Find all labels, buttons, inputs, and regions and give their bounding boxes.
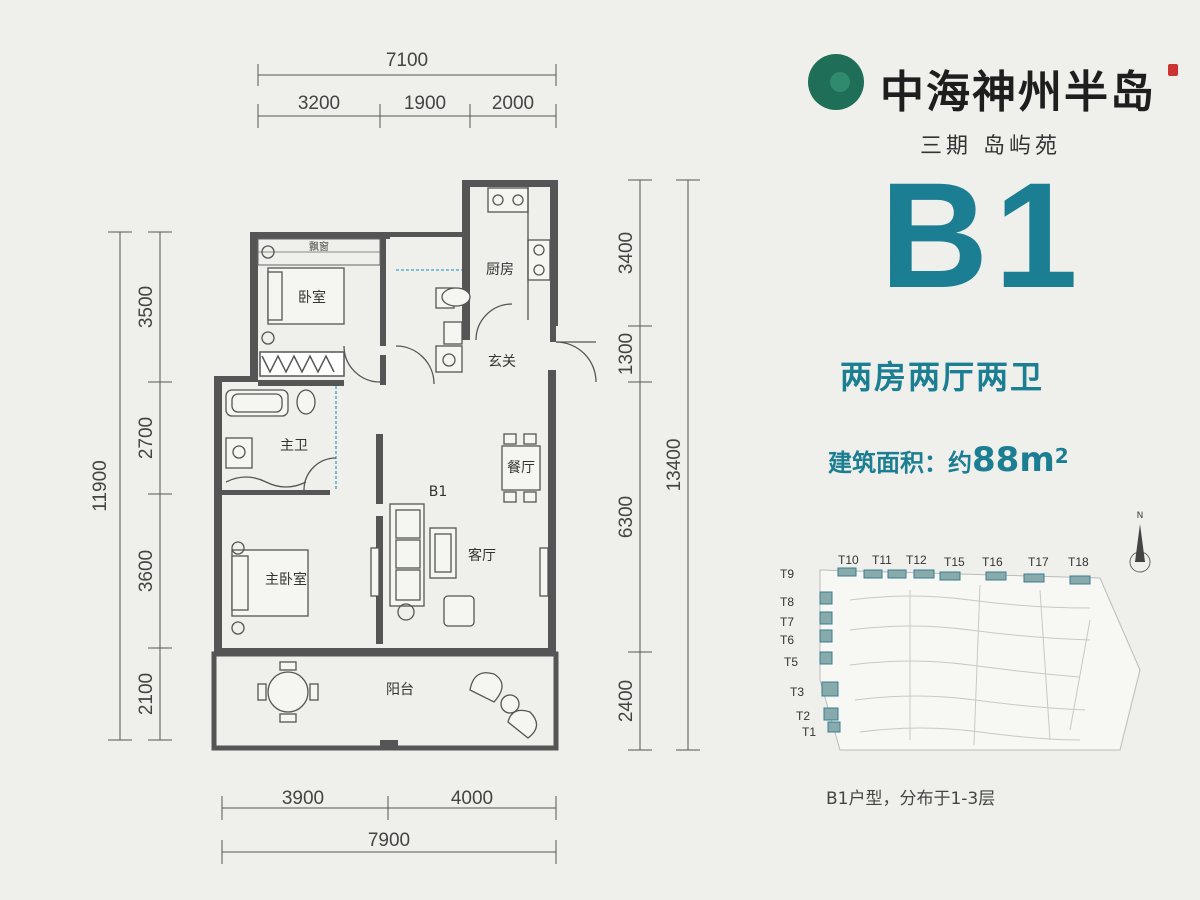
site-caption: B1户型，分布于1-3层 [826,789,996,809]
area-unit-sup: 2 [1054,444,1069,468]
north-label: N [1137,511,1144,521]
dim-bottom-seg-2: 4000 [451,788,493,809]
dim-top-total: 7100 [386,50,428,71]
dim-bottom-total: 7900 [368,830,410,851]
dim-top-seg-1: 3200 [298,93,340,114]
area-label: 建筑面积：约 [828,449,972,477]
round-table [267,671,309,713]
building-label: T17 [1028,555,1049,569]
dim-right-seg-3: 6300 [616,496,637,538]
building-label: T11 [872,553,892,567]
building-label: T15 [944,555,965,569]
dim-right-total: 13400 [664,439,685,492]
room-label-master-bedroom: 主卧室 [265,571,307,588]
dim-right-seg-4: 2400 [616,680,637,722]
area-value: 88 [972,440,1020,480]
room-label-bay-window: 飘窗 [309,240,329,253]
coffee-table [429,527,457,579]
site-map: N T9 T10 [780,511,1151,751]
floor-plan: 7100 3200 1900 2000 3900 4000 7900 11900… [90,50,700,864]
bottom-dimension-lines [221,796,557,864]
dim-left-seg-2: 2700 [136,417,157,459]
room-label-master-bath: 主卫 [280,438,308,454]
building-label: T1 [802,725,816,739]
dim-left-total: 11900 [90,460,111,511]
walls [211,180,559,751]
phase-subtitle: 三期 岛屿苑 [920,134,1061,159]
building-label: T12 [906,553,927,567]
dim-left-seg-1: 3500 [136,286,157,328]
room-label-kitchen: 厨房 [486,262,514,278]
unit-mark: B1 [429,484,448,500]
building-area: 建筑面积：约88m2 [828,440,1069,480]
building-label: T2 [796,709,810,723]
unit-code: B1 [880,151,1084,319]
dim-left-seg-4: 2100 [136,673,157,715]
room-label-living: 客厅 [468,547,496,564]
room-label-foyer: 玄关 [488,353,516,370]
building-label: T6 [780,633,794,647]
room-label-balcony: 阳台 [386,682,414,698]
dim-top-seg-3: 2000 [492,93,534,114]
building-label: T3 [790,685,804,699]
dining-table [501,445,541,491]
right-dimension-lines [628,179,700,751]
left-dimension-lines [108,231,172,741]
dim-top-seg-2: 1900 [404,93,446,114]
info-panel: 中海神州半岛 三期 岛屿苑 B1 两房两厅两卫 建筑面积：约88m2 N [780,0,1200,900]
dim-bottom-seg-1: 3900 [282,788,324,809]
compass-icon [1129,524,1151,573]
room-label-bedroom: 卧室 [298,289,326,306]
dim-right-seg-2: 1300 [616,333,637,375]
room-label-dining: 餐厅 [507,460,535,476]
dim-left-seg-3: 3600 [136,550,157,592]
building-label: T8 [780,595,794,609]
top-dimension-lines [257,64,557,128]
layout-type: 两房两厅两卫 [840,358,1045,396]
building-labels: T9 T10 T11 T12 T15 T16 T17 T18 T8 T7 T6 … [780,553,1089,739]
dim-right-seg-1: 3400 [616,232,637,274]
building-label: T9 [780,567,794,581]
building-label: T18 [1068,555,1089,569]
area-unit: m [1019,440,1055,480]
building-label: T16 [982,555,1003,569]
building-label: T5 [784,655,798,669]
seal-icon [1168,64,1178,76]
building-label: T10 [838,553,859,567]
building-label: T7 [780,615,794,629]
logo-mark-icon [808,54,864,110]
brand-name: 中海神州半岛 [880,67,1156,118]
